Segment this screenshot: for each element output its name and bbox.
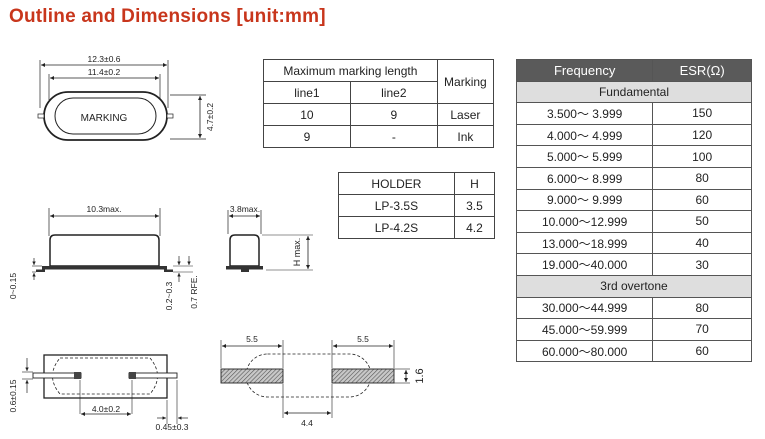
esr-cell: 80 [652, 166, 752, 190]
section-fundamental: Fundamental [516, 80, 752, 104]
esr-cell: 100 [652, 145, 752, 168]
freq-cell: 19.000～40.000 [515, 253, 654, 276]
table-row: LP-4.2S 4.2 [338, 216, 496, 239]
esr-cell: 120 [652, 123, 752, 147]
dim-lead-pitch: 4.0±0.2 [92, 404, 121, 414]
dim-end-height: H max. [292, 238, 302, 267]
dim-left-pad: 5.5 [246, 334, 258, 344]
line2-cell: 9 [349, 103, 438, 126]
h-cell: 4.2 [453, 216, 496, 239]
freq-cell: 10.000～12.999 [515, 210, 654, 233]
holder-cell: LP-4.2S [338, 216, 455, 239]
freq-cell: 30.000～44.999 [515, 296, 654, 320]
dim-end-width: 3.8max. [230, 204, 260, 214]
esr-cell: 60 [652, 188, 752, 212]
esr-cell: 60 [652, 339, 752, 363]
dim-lead-length: 0.45±0.3 [155, 422, 188, 432]
esr-cell: 70 [652, 318, 752, 341]
dim-ref: 0.7 RFE. [189, 275, 199, 309]
land-pattern: 5.5 5.5 1.6 4.4 [220, 334, 426, 428]
esr-header: ESR(Ω) [652, 59, 752, 82]
side-view: 10.3max. 0~0.15 0.2~0.3 0.7 RFE. [8, 204, 199, 310]
dim-lead-thickness: 0.2~0.3 [164, 281, 174, 310]
freq-cell: 3.500～ 3.999 [515, 102, 654, 125]
esr-table: Frequency ESR(Ω) Fundamental 3.500～ 3.99… [515, 59, 752, 363]
marking-cell: Ink [436, 125, 495, 148]
line2-cell: - [349, 125, 438, 148]
frequency-header: Frequency [515, 59, 654, 82]
dim-side-length: 10.3max. [87, 204, 122, 214]
dim-lead-offset: 0~0.15 [8, 273, 18, 300]
top-view: 12.3±0.6 11.4±0.2 MARKING 4.7±0.2 [37, 54, 215, 141]
end-view: 3.8max. H max. [226, 204, 313, 272]
line2-header: line2 [349, 81, 438, 104]
page-title: Outline and Dimensions [unit:mm] [9, 6, 326, 27]
table-row: LP-3.5S 3.5 [338, 194, 496, 217]
freq-cell: 4.000～ 4.999 [515, 123, 654, 147]
marking-label: MARKING [81, 113, 128, 124]
table-row: 10 9 Laser [263, 103, 495, 126]
freq-cell: 6.000～ 8.999 [515, 166, 654, 190]
h-header: H [453, 172, 496, 195]
holder-header: HOLDER [338, 172, 455, 195]
freq-cell: 5.000～ 5.999 [515, 145, 654, 168]
h-cell: 3.5 [453, 194, 496, 217]
dim-body-length: 11.4±0.2 [88, 67, 121, 77]
line1-header: line1 [263, 81, 351, 104]
esr-cell: 80 [652, 296, 752, 320]
holder-cell: LP-3.5S [338, 194, 455, 217]
freq-cell: 45.000～59.999 [515, 318, 654, 341]
dim-right-pad: 5.5 [357, 334, 369, 344]
dim-body-height: 4.7±0.2 [205, 103, 215, 132]
dim-pad-gap: 4.4 [301, 418, 313, 428]
esr-cell: 40 [652, 231, 752, 255]
line1-cell: 9 [263, 125, 351, 148]
marking-table: Maximum marking length Marking line1 lin… [263, 59, 495, 148]
dim-lead-width: 0.6±0.15 [8, 379, 18, 412]
esr-cell: 30 [652, 253, 752, 276]
dim-overall-length: 12.3±0.6 [87, 54, 120, 64]
bottom-view: 0.6±0.15 4.0±0.2 0.45±0.3 [8, 354, 189, 432]
marking-cell: Laser [436, 103, 495, 126]
line1-cell: 10 [263, 103, 351, 126]
freq-cell: 9.000～ 9.999 [515, 188, 654, 212]
holder-table: HOLDER H LP-3.5S 3.5 LP-4.2S 4.2 [338, 172, 496, 239]
freq-cell: 13.000～18.999 [515, 231, 654, 255]
esr-cell: 50 [652, 210, 752, 233]
marking-header: Marking [436, 59, 495, 104]
freq-cell: 60.000～80.000 [515, 339, 654, 363]
dim-pad-height: 1.6 [414, 368, 426, 383]
section-3rd-overtone: 3rd overtone [516, 274, 752, 298]
marking-length-header: Maximum marking length [263, 59, 438, 82]
esr-cell: 150 [652, 102, 752, 125]
table-row: 9 - Ink [263, 125, 495, 148]
